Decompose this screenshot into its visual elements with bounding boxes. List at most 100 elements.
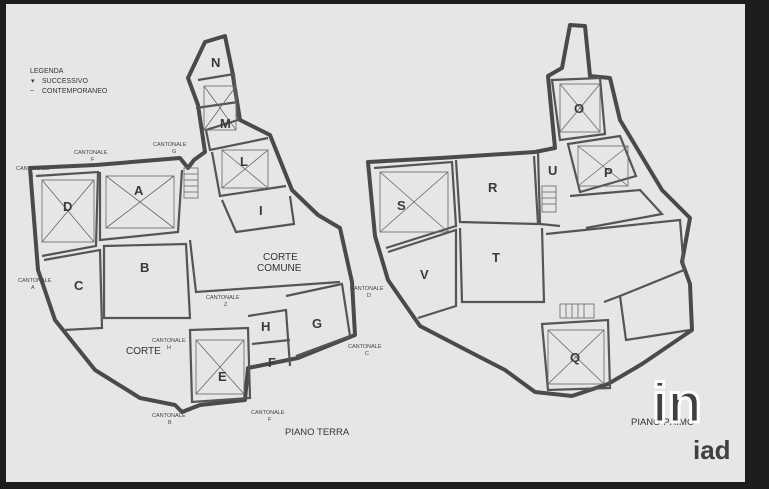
room-t-walls	[458, 227, 546, 304]
room-label-l: L	[240, 154, 248, 169]
room-m-diagonal-2	[203, 85, 237, 131]
first-outer-wall	[366, 23, 694, 398]
svg-text:F: F	[268, 417, 272, 423]
svg-text:D: D	[367, 293, 371, 299]
room-a-box	[105, 175, 175, 229]
room-label-g: G	[312, 316, 322, 331]
legend-contemporaneo-symbol: ~	[30, 88, 34, 95]
room-label-q: Q	[570, 350, 580, 365]
corte-comune-label-2: COMUNE	[257, 263, 302, 274]
stairs-first-lower	[559, 303, 595, 319]
svg-text:CANTONALE: CANTONALE	[152, 413, 186, 419]
corte-label: CORTE	[126, 346, 161, 357]
svg-text:CANTONALE: CANTONALE	[16, 166, 50, 172]
ground-outer-wall	[28, 34, 357, 414]
room-p-box	[577, 145, 629, 187]
room-a-diagonal-2	[105, 175, 175, 229]
room-label-a: A	[134, 183, 144, 198]
cantonale-c: CANTONALE C	[348, 344, 382, 357]
stairs-ground	[183, 167, 199, 199]
room-v-walls	[387, 228, 458, 320]
room-l-walls	[210, 151, 287, 198]
legend: LEGENDA ▾ SUCCESSIVO ~ CONTEMPORANEO	[30, 68, 108, 95]
cantonale-e: CANTONALE E	[16, 166, 50, 179]
svg-text:C: C	[365, 351, 369, 357]
room-e-diagonal-2	[195, 339, 245, 395]
room-label-v: V	[420, 267, 429, 282]
room-d-diagonal-2	[41, 179, 95, 243]
room-h-walls	[247, 308, 292, 367]
cantonale-z: CANTONALE Z	[206, 295, 240, 308]
svg-text:CANTONALE: CANTONALE	[152, 338, 186, 344]
svg-text:CANTONALE: CANTONALE	[350, 286, 384, 292]
room-label-h: H	[261, 319, 270, 334]
tower-wall-n-m	[195, 100, 239, 110]
room-i-walls	[220, 195, 296, 234]
room-o-diagonal-2	[559, 83, 601, 133]
svg-text:H: H	[167, 345, 171, 351]
room-label-r: R	[488, 180, 498, 195]
room-label-c: C	[74, 278, 84, 293]
svg-text:CANTONALE: CANTONALE	[74, 150, 108, 156]
room-c-walls	[43, 248, 104, 332]
room-label-u: U	[548, 163, 557, 178]
piano-primo-caption: PIANO PRIMO	[631, 417, 694, 428]
svg-text:Z: Z	[224, 302, 228, 308]
room-s-diagonal-2	[379, 171, 449, 233]
cantonale-f-bottom: CANTONALE F	[251, 410, 285, 423]
legend-title: LEGENDA	[30, 68, 64, 75]
room-a-walls	[98, 169, 184, 242]
corte-comune-label-1: CORTE	[263, 252, 298, 263]
room-label-f: F	[268, 355, 276, 370]
room-label-s: S	[397, 198, 406, 213]
first-right-walls	[545, 218, 686, 304]
legend-successivo-label: SUCCESSIVO	[42, 78, 88, 85]
room-r-walls	[454, 155, 540, 226]
svg-text:CANTONALE: CANTONALE	[153, 142, 187, 148]
first-corridor-walls	[569, 188, 665, 230]
room-p-diagonal-2	[577, 145, 629, 187]
tower-walls	[197, 72, 269, 152]
room-d-box	[41, 179, 95, 243]
room-o-box	[559, 83, 601, 133]
room-label-b: B	[140, 260, 149, 275]
room-q-box	[547, 329, 605, 385]
svg-text:E: E	[30, 173, 34, 179]
stairs-first-upper	[541, 185, 557, 213]
room-s-walls	[373, 160, 458, 250]
room-b-walls	[102, 242, 192, 320]
frame-edge	[745, 4, 769, 484]
room-label-o: O	[574, 101, 584, 116]
cantonale-h: CANTONALE H	[152, 338, 186, 351]
svg-text:CANTONALE: CANTONALE	[251, 410, 285, 416]
room-label-p: P	[604, 165, 613, 180]
room-s-box	[379, 171, 449, 233]
room-p-walls	[566, 134, 638, 194]
room-l-diagonal-2	[221, 149, 269, 189]
room-label-i: I	[259, 203, 263, 218]
room-label-m: M	[220, 116, 231, 131]
room-o-walls	[550, 76, 607, 142]
room-label-t: T	[492, 250, 500, 265]
corte-comune-divider	[188, 239, 341, 294]
svg-text:CANTONALE: CANTONALE	[206, 295, 240, 301]
svg-text:B: B	[168, 420, 172, 426]
piano-terra-caption: PIANO TERRA	[285, 427, 350, 438]
legend-successivo-symbol: ▾	[31, 78, 35, 85]
logo-iad-text: iad	[693, 435, 731, 465]
legend-contemporaneo-label: CONTEMPORANEO	[42, 88, 108, 95]
plan-ground-floor: N M L I A D B C H G E F CORTE CORTE COMU…	[16, 34, 384, 438]
iad-logo-watermark: in iad	[651, 370, 731, 466]
room-q-walls	[540, 318, 612, 392]
svg-text:F: F	[91, 157, 95, 163]
cantonale-d: CANTONALE D	[350, 286, 384, 299]
cantonale-b: CANTONALE B	[152, 413, 186, 426]
cantonale-a: CANTONALE A	[18, 278, 52, 291]
room-u-walls	[536, 151, 561, 228]
first-lower-right-walls	[618, 295, 691, 342]
room-f-top-wall	[251, 338, 291, 346]
cantonale-g: CANTONALE G	[153, 142, 187, 155]
plan-first-floor: O P U R S T V Q PIANO PRIMO	[366, 23, 694, 428]
